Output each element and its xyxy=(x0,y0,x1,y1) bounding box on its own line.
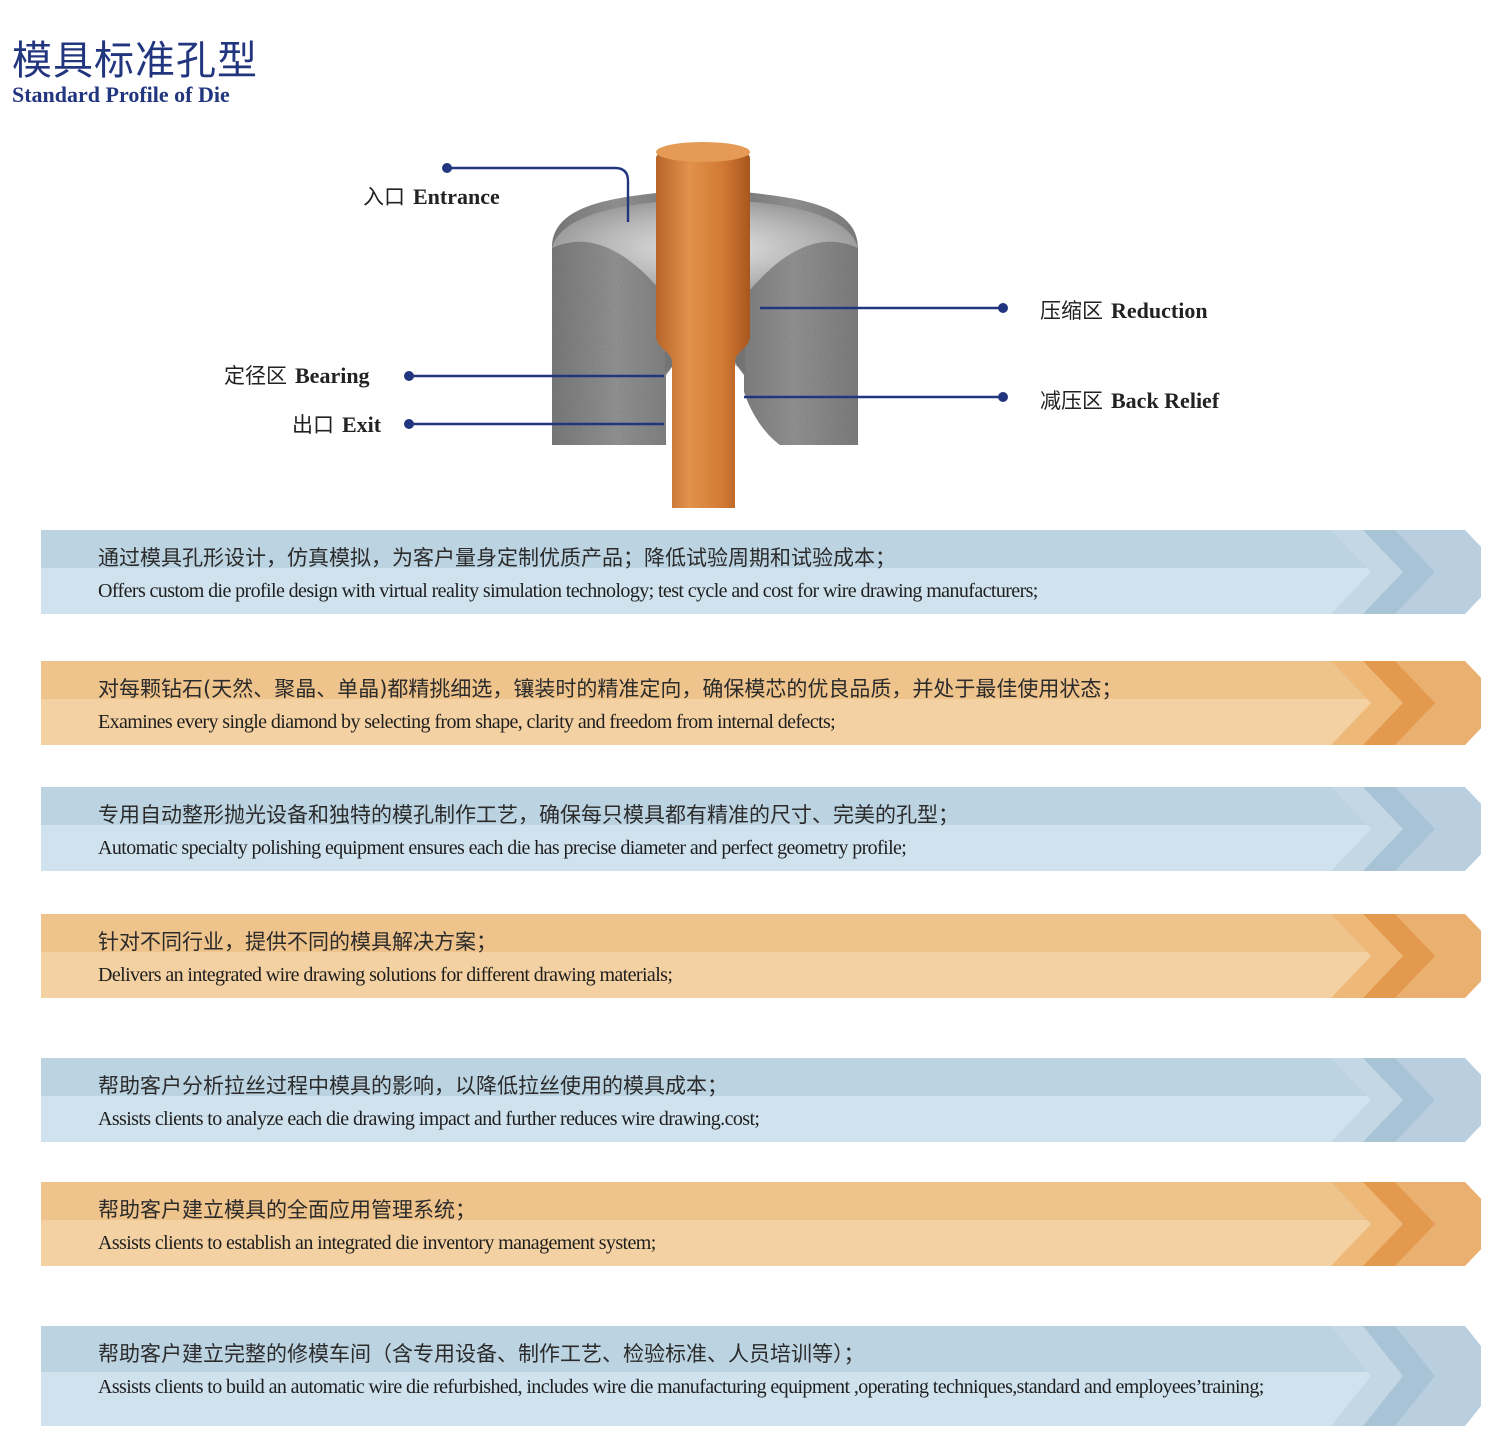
feature-text-en: Examines every single diamond by selecti… xyxy=(98,711,836,733)
feature-band: 对每颗钻石(天然、聚晶、单晶)都精挑细选，镶装时的精准定向，确保模芯的优良品质，… xyxy=(41,661,1481,745)
back-relief-dot xyxy=(998,392,1008,402)
feature-text-cn: 通过模具孔形设计，仿真模拟，为客户量身定制优质产品；降低试验周期和试验成本； xyxy=(98,546,896,570)
feature-band: 帮助客户建立完整的修模车间（含专用设备、制作工艺、检验标准、人员培训等）； Ass… xyxy=(41,1326,1481,1426)
feature-band-arrow xyxy=(41,787,1481,871)
entrance-leader xyxy=(447,166,630,222)
page-title-en: Standard Profile of Die xyxy=(12,82,230,107)
wire-top xyxy=(656,142,750,162)
feature-band-arrow xyxy=(41,914,1481,998)
feature-band: 帮助客户建立模具的全面应用管理系统； Assists clients to est… xyxy=(41,1182,1481,1266)
reduction-dot xyxy=(998,303,1008,313)
feature-band-arrow xyxy=(41,661,1481,745)
feature-text-en: Assists clients to build an automatic wi… xyxy=(98,1376,1264,1398)
feature-text-cn: 帮助客户建立模具的全面应用管理系统； xyxy=(98,1198,476,1222)
feature-text-en: Delivers an integrated wire drawing solu… xyxy=(98,964,673,986)
feature-band-arrow xyxy=(41,1182,1481,1266)
entrance-dot xyxy=(442,163,452,173)
feature-band-arrow xyxy=(41,1326,1481,1426)
feature-band: 专用自动整形抛光设备和独特的模孔制作工艺，确保每只模具都有精准的尺寸、完美的孔型… xyxy=(41,787,1481,871)
feature-text-cn: 对每颗钻石(天然、聚晶、单晶)都精挑细选，镶装时的精准定向，确保模芯的优良品质，… xyxy=(98,677,1123,701)
feature-band-arrow xyxy=(41,530,1481,614)
feature-band-arrow xyxy=(41,1058,1481,1142)
feature-text-cn: 针对不同行业，提供不同的模具解决方案； xyxy=(98,930,497,954)
page-title-cn: 模具标准孔型 xyxy=(12,38,258,84)
exit-dot xyxy=(404,419,414,429)
feature-text-en: Automatic specialty polishing equipment … xyxy=(98,837,907,859)
bearing-dot xyxy=(404,371,414,381)
feature-text-en: Offers custom die profile design with vi… xyxy=(98,580,1038,602)
feature-band: 帮助客户分析拉丝过程中模具的影响，以降低拉丝使用的模具成本； Assists cl… xyxy=(41,1058,1481,1142)
feature-text-cn: 帮助客户建立完整的修模车间（含专用设备、制作工艺、检验标准、人员培训等）； xyxy=(98,1342,865,1366)
feature-text-cn: 帮助客户分析拉丝过程中模具的影响，以降低拉丝使用的模具成本； xyxy=(98,1074,728,1098)
feature-text-en: Assists clients to establish an integrat… xyxy=(98,1232,656,1254)
feature-text-en: Assists clients to analyze each die draw… xyxy=(98,1108,760,1130)
feature-band: 通过模具孔形设计，仿真模拟，为客户量身定制优质产品；降低试验周期和试验成本； Of… xyxy=(41,530,1481,614)
wire-rod xyxy=(656,146,750,508)
feature-text-cn: 专用自动整形抛光设备和独特的模孔制作工艺，确保每只模具都有精准的尺寸、完美的孔型… xyxy=(98,803,959,827)
die-profile-diagram xyxy=(404,142,1008,508)
feature-band: 针对不同行业，提供不同的模具解决方案； Delivers an integrate… xyxy=(41,914,1481,998)
